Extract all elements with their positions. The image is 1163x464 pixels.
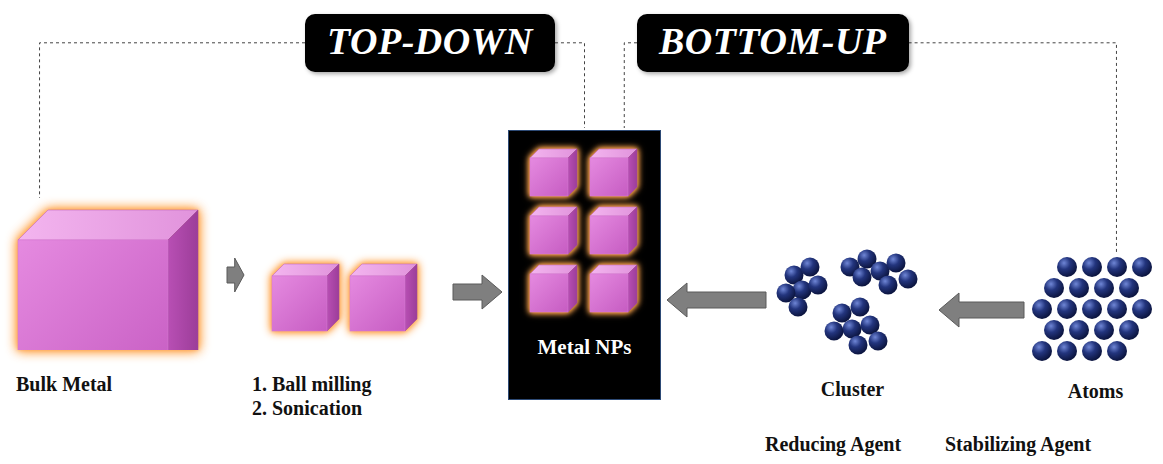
node-label: Bulk Metal <box>10 372 221 396</box>
banner-text: TOP-DOWN <box>327 19 533 65</box>
node-label: 1. Ball milling <box>250 372 447 396</box>
dashed-bracket <box>909 43 1117 253</box>
block-arrow <box>939 293 1024 327</box>
atom-cluster: Cluster <box>772 245 933 401</box>
dashed-bracket <box>40 43 305 198</box>
agent-label: Stabilizing Agent <box>945 432 1091 456</box>
banner-text: BOTTOM-UP <box>659 19 887 65</box>
milled-particles: 1. Ball milling2. Sonication <box>250 242 447 420</box>
node-label: Atoms <box>1030 379 1161 403</box>
method-banner: BOTTOM-UP <box>637 14 909 72</box>
illustration <box>10 200 210 350</box>
illustration <box>1030 255 1155 365</box>
block-arrow <box>453 275 502 309</box>
illustration <box>250 242 435 342</box>
node-label: Metal NPs <box>509 335 660 360</box>
method-banner: TOP-DOWN <box>305 14 555 72</box>
dashed-bracket <box>624 43 637 128</box>
node-label: 2. Sonication <box>250 396 447 420</box>
block-arrow <box>667 283 766 317</box>
nanoparticle-box: Metal NPs <box>508 130 661 400</box>
atoms: Atoms <box>1030 255 1161 403</box>
dashed-bracket <box>555 43 585 128</box>
illustration <box>772 245 927 355</box>
agent-label: Reducing Agent <box>765 432 901 456</box>
block-arrow <box>227 258 244 292</box>
illustration <box>512 135 658 325</box>
bulk-metal: Bulk Metal <box>10 200 221 396</box>
node-label: Cluster <box>772 377 933 401</box>
